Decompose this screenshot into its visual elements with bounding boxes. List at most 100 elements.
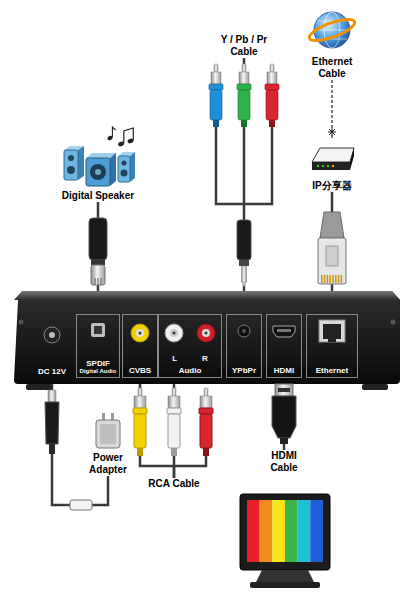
- component-plug-part: [267, 72, 277, 84]
- component-plug-part: [241, 120, 247, 127]
- device-name: IP分享器: [304, 180, 360, 192]
- device-panel-part: [26, 384, 52, 390]
- cable-label: Y / Pb / Pr Cable: [213, 34, 275, 58]
- ypbpr-jack-part: [238, 325, 250, 337]
- component-plug-part: [269, 120, 275, 127]
- ethernet-port: [319, 320, 345, 342]
- mini-din-plug-part: [101, 278, 102, 285]
- cable-label: HDMI Cable: [262, 450, 306, 474]
- device-panel-part: [14, 291, 400, 300]
- speaker-icon-part: [122, 161, 127, 166]
- network-label: Ethernet Cable: [307, 6, 357, 80]
- mini-din-plug-part: [95, 278, 96, 285]
- dc-jack-part: [49, 332, 55, 338]
- port-label: SPDIF: [78, 359, 118, 368]
- rca-jack-part: [136, 329, 144, 337]
- hdmi-plug-part: [272, 396, 296, 438]
- hdmi-plug-part: [280, 438, 288, 444]
- port-section: YPbPr: [226, 314, 262, 378]
- rca-plug-part: [203, 448, 209, 456]
- cable-name: Ethernet Cable: [307, 56, 357, 80]
- dc-plug: [45, 390, 59, 454]
- component-plug-part: [239, 72, 249, 84]
- speaker-label: Digital Speaker: [56, 128, 140, 202]
- speaker-icon: [64, 146, 135, 186]
- music-notes-part: [124, 128, 134, 144]
- tv-icon-part: [247, 500, 260, 562]
- music-notes-part: [112, 127, 115, 138]
- minijack-plug-part: [242, 282, 247, 287]
- power-adapter-icon: [96, 413, 120, 448]
- rca-jack-part: [205, 332, 208, 335]
- router-icon-part: [350, 148, 354, 170]
- dc-jack: [44, 327, 60, 343]
- minijack-plug-part: [237, 220, 251, 260]
- component-plug-part: [265, 84, 279, 90]
- device-name: Power Adapter: [84, 452, 132, 476]
- dc-plug-part: [49, 444, 55, 454]
- rca-plug-part: [200, 396, 212, 408]
- router-label: IP分享器: [304, 140, 360, 192]
- rca-plug-part: [168, 396, 180, 408]
- tv-icon-part: [285, 500, 298, 562]
- hdmi-plug-part: [278, 388, 290, 392]
- component-wires-part: [174, 456, 206, 466]
- hdmi-plug-part: [275, 384, 293, 396]
- router-icon-part: [332, 165, 334, 167]
- rca-jack: [131, 324, 149, 342]
- globe-icon-part: [307, 15, 357, 45]
- mini-din-plug: [89, 218, 107, 285]
- router-icon: [312, 148, 354, 170]
- globe-icon-part: [314, 12, 350, 48]
- speaker-icon-part: [90, 164, 106, 180]
- rj45-plug-part: [326, 246, 338, 266]
- mini-din-plug-part: [89, 218, 107, 260]
- rca-jack-part: [173, 332, 176, 335]
- rj45-plug-part: [320, 212, 344, 238]
- device-panel-part: [391, 320, 396, 325]
- spdif-port: [91, 323, 105, 337]
- rca-jack: [197, 324, 215, 342]
- tv-icon-part: [272, 500, 285, 562]
- component-plug-part: [214, 64, 218, 72]
- speaker-icon-part: [95, 169, 101, 175]
- component-plug-part: [270, 64, 274, 72]
- rca-jack-part: [165, 324, 183, 342]
- mini-din-plug-part: [98, 278, 99, 285]
- rca-plug-part: [172, 388, 176, 396]
- component-plug-part: [213, 120, 219, 127]
- port-label: YPbPr: [228, 366, 260, 375]
- rj45-plug: [318, 212, 346, 284]
- speaker-icon-part: [86, 158, 110, 186]
- ypbpr-jack: [238, 325, 250, 337]
- port-label: L: [172, 354, 177, 363]
- rca-plug-part: [200, 414, 212, 448]
- port-label: Ethernet: [308, 366, 356, 375]
- port-label: Audio: [160, 366, 220, 375]
- tv-icon-part: [260, 500, 273, 562]
- speaker-icon-part: [121, 170, 128, 177]
- hdmi-port: [273, 326, 295, 337]
- adapter-label: Power Adapter: [84, 412, 132, 476]
- rca-plug-part: [134, 414, 146, 448]
- rca-plug-part: [168, 414, 180, 448]
- rca-plug-part: [134, 396, 146, 408]
- dc-jack-part: [44, 327, 60, 343]
- label-row: LR: [160, 354, 220, 363]
- speaker-icon-part: [68, 155, 74, 161]
- component-plug-part: [238, 90, 250, 120]
- globe-icon: [307, 12, 357, 48]
- cable-name: HDMI Cable: [262, 450, 306, 474]
- rca-jack-part: [170, 329, 178, 337]
- cable-label: RCA Cable: [139, 478, 209, 490]
- speaker-icon-part: [130, 152, 135, 182]
- component-wires-part: [216, 127, 272, 204]
- hdmi-port-part: [277, 329, 291, 332]
- router-icon-part: [327, 165, 329, 167]
- port-section: CVBS: [122, 314, 158, 378]
- rca-plug-part: [204, 388, 208, 396]
- port-section: Ethernet: [306, 314, 358, 378]
- rj45-plug-part: [318, 238, 346, 284]
- tv-icon-part: [247, 500, 323, 562]
